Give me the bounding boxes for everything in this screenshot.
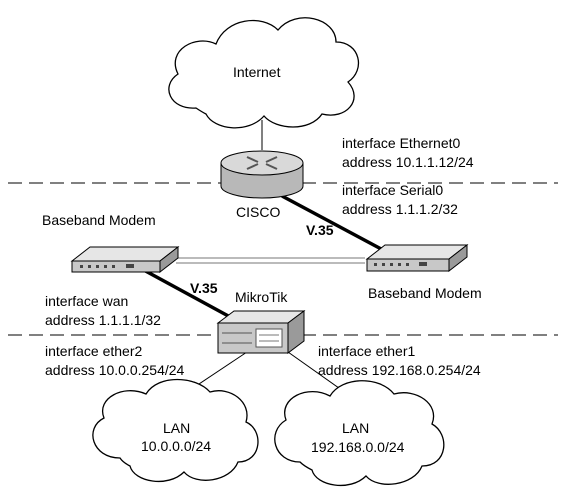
internet-cloud: Internet [168,17,359,129]
cisco-router-icon [220,150,304,199]
modem-left-label: Baseband Modem [42,212,156,228]
cisco-serial-address: address 1.1.1.2/32 [342,201,458,217]
v35-bottom-label: V.35 [190,280,218,296]
link-v35-modem-mikrotik [139,266,233,320]
mikrotik-ether1-address: address 192.168.0.254/24 [318,362,481,378]
mikrotik-wan-interface: interface wan [45,293,128,309]
link-v35-cisco-modem [281,194,399,260]
router-label: CISCO [236,204,280,220]
mikrotik-ether1-interface: interface ether1 [318,343,415,359]
cisco-ethernet-interface: interface Ethernet0 [342,135,461,151]
modem-right-icon [365,243,469,273]
mikrotik-label: MikroTik [235,289,288,305]
lan2-subnet: 192.168.0.0/24 [311,439,405,455]
mikrotik-ether2-address: address 10.0.0.254/24 [45,362,185,378]
cisco-serial-interface: interface Serial0 [342,182,443,198]
mikrotik-ether2-interface: interface ether2 [45,343,142,359]
lan2-cloud: LAN 192.168.0.0/24 [274,380,445,486]
lan1-title: LAN [163,420,190,436]
internet-label: Internet [233,64,281,80]
lan1-subnet: 10.0.0.0/24 [141,438,211,454]
modem-left-icon [70,245,180,274]
lan1-cloud: LAN 10.0.0.0/24 [92,378,259,482]
link-modem-to-modem [176,257,365,264]
v35-top-label: V.35 [306,222,334,238]
modem-right-label: Baseband Modem [368,285,482,301]
mikrotik-wan-address: address 1.1.1.1/32 [45,312,161,328]
mikrotik-device-icon [216,310,306,354]
lan2-title: LAN [342,420,369,436]
cisco-ethernet-address: address 10.1.1.12/24 [342,154,474,170]
